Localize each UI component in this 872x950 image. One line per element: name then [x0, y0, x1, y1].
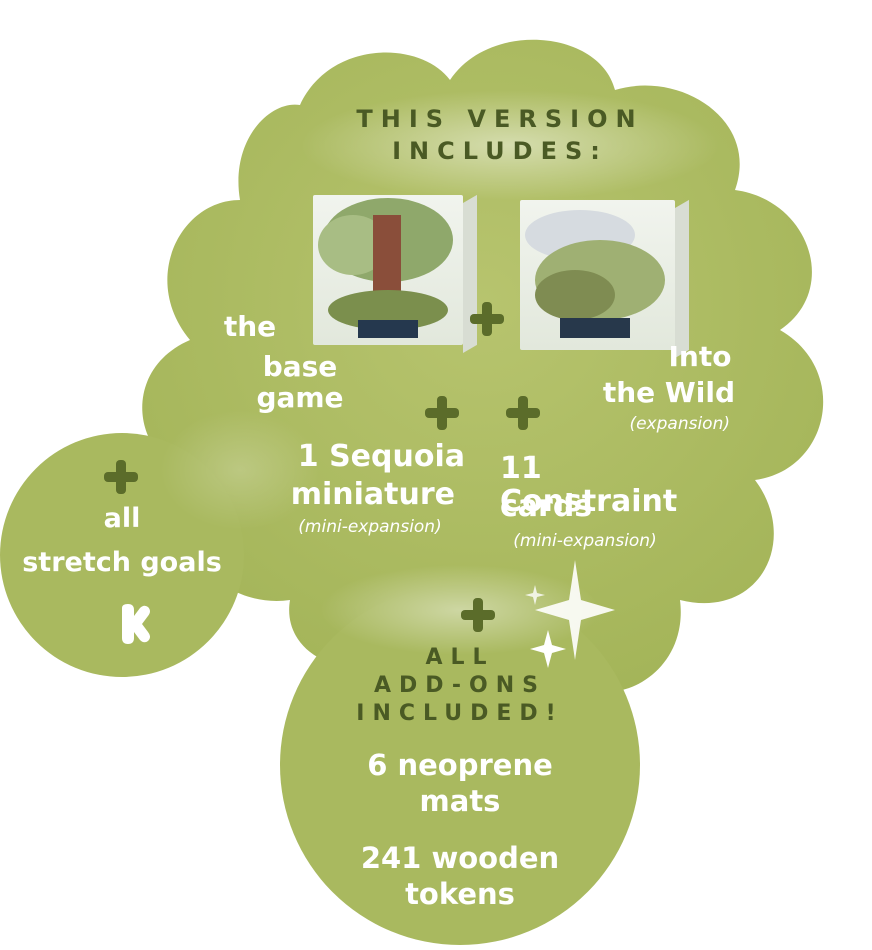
into-the-wild-line1: Into [668, 340, 732, 373]
plus-icon [470, 302, 504, 336]
header-line2: INCLUDES: [392, 137, 608, 165]
constraint-line2: cards [500, 489, 593, 524]
into-the-wild-line2: the Wild [602, 376, 735, 409]
addons-circle [280, 585, 640, 945]
stretch-goals-line2: stretch goals [22, 547, 222, 578]
plus-icon [461, 598, 495, 632]
plus-icon [506, 396, 540, 430]
into-the-wild-note: (expansion) [629, 414, 730, 434]
addons-item2-line2: tokens [405, 877, 515, 911]
addons-title-line2: ADD-ONS [373, 673, 547, 698]
sequoia-line1: 1 Sequoia [297, 439, 465, 474]
base-game-line2: base game [256, 350, 344, 414]
plus-icon [425, 396, 459, 430]
header-line1: THIS VERSION [356, 105, 644, 133]
into-the-wild-box-image [520, 199, 689, 358]
sparkle-icon [525, 560, 615, 668]
addons-title-line3: INCLUDED! [356, 701, 564, 726]
plus-icon [104, 460, 138, 494]
constraint-line1: 11 Constraint [500, 451, 678, 519]
addons-item2-line1: 241 wooden [360, 841, 560, 875]
constraint-note: (mini-expansion) [513, 531, 657, 551]
sequoia-note: (mini-expansion) [298, 517, 442, 537]
stretch-goals-line1: all [103, 503, 141, 534]
kickstarter-logo-icon [122, 604, 150, 644]
addons-item1-line1: 6 neoprene [367, 748, 553, 782]
base-game-line1: the [223, 310, 277, 343]
sequoia-line2: miniature [290, 477, 455, 512]
addons-title-line1: ALL [425, 645, 495, 670]
addons-item1-line2: mats [419, 784, 501, 818]
base-game-box-image [313, 194, 477, 353]
